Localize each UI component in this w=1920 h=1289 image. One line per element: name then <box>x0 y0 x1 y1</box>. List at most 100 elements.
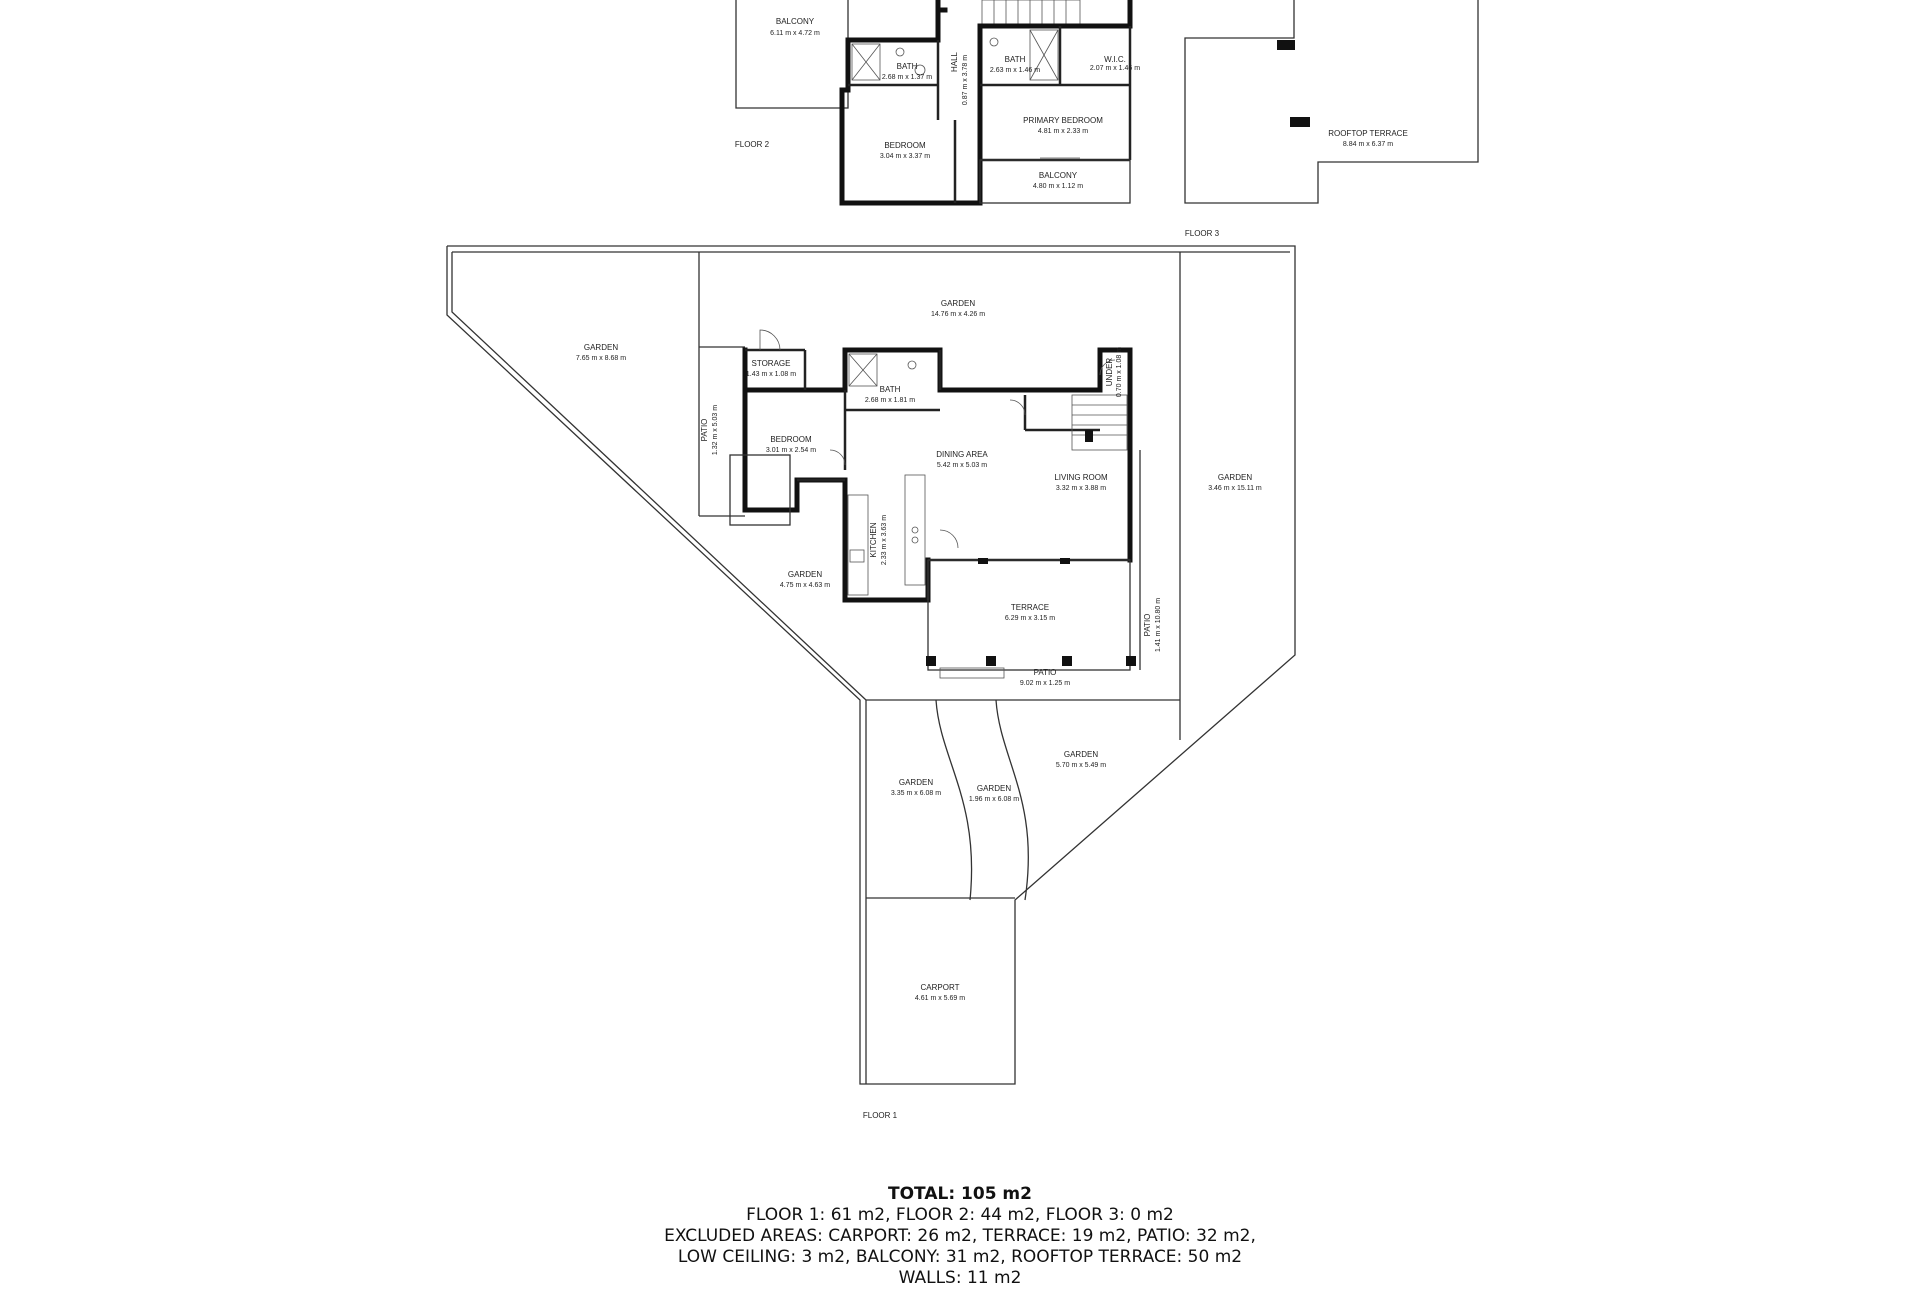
f1-living-name: LIVING ROOM <box>1054 473 1108 482</box>
f2-bath-right-dims: 2.63 m x 1.46 m <box>990 67 1040 74</box>
floor-3-label: FLOOR 3 <box>1185 229 1220 238</box>
f1-garden-bm-name: GARDEN <box>977 784 1011 793</box>
f1-patio-bottom-name: PATIO <box>1034 668 1057 677</box>
f1-patio-left-dims: 1.32 m x 5.03 m <box>712 405 719 455</box>
f1-garden-mid-dims: 4.75 m x 4.63 m <box>780 582 830 589</box>
f3-rooftop-dims: 8.84 m x 6.37 m <box>1343 141 1393 148</box>
f1-shower <box>848 353 878 387</box>
f1-living-door <box>939 529 959 549</box>
f1-under-name: UNDER <box>1105 358 1114 387</box>
f1-kitchen-counter-left <box>847 494 869 596</box>
f1-step <box>939 667 1005 679</box>
floor-1-plan: GARDEN 14.76 m x 4.26 m GARDEN 7.65 m x … <box>446 245 1296 1120</box>
floor-2-plan: BALCONY 6.11 m x 4.72 m BATH 2.68 m x 1.… <box>735 0 1140 206</box>
f1-garden-br-name: GARDEN <box>1064 750 1098 759</box>
f1-garden-br-dims: 5.70 m x 5.49 m <box>1056 762 1106 769</box>
f1-patio-right-name: PATIO <box>1143 614 1152 637</box>
f1-path-right <box>995 699 1029 901</box>
f1-storage-name: STORAGE <box>752 359 791 368</box>
f2-hall-name: HALL <box>950 51 959 72</box>
f1-storage-door <box>759 329 781 351</box>
f1-garden-right-name: GARDEN <box>1218 473 1252 482</box>
f1-path-left <box>935 699 973 901</box>
f1-garden-bl-name: GARDEN <box>899 778 933 787</box>
f2-hall-dims: 0.87 m x 3.78 m <box>962 55 969 105</box>
f1-terrace-dims: 6.29 m x 3.15 m <box>1005 615 1055 622</box>
f1-stair-door <box>1009 399 1026 416</box>
f2-wic-name: W.I.C. <box>1104 55 1126 64</box>
f1-stairs <box>1071 394 1128 451</box>
f2-balcony-outline <box>735 0 849 109</box>
f1-garden-right-dims: 3.46 m x 15.11 m <box>1208 485 1262 492</box>
f1-terrace-post <box>926 656 936 666</box>
f3-chimney <box>1277 40 1295 50</box>
area-summary: TOTAL: 105 m2 FLOOR 1: 61 m2, FLOOR 2: 4… <box>0 1184 1920 1289</box>
f1-garden-mid-name: GARDEN <box>788 570 822 579</box>
summary-walls: WALLS: 11 m2 <box>898 1268 1022 1288</box>
f1-storage-dims: 1.43 m x 1.08 m <box>746 371 796 378</box>
f1-terrace-name: TERRACE <box>1011 603 1049 612</box>
f1-garden-top-dims: 14.76 m x 4.26 m <box>931 311 985 318</box>
f1-bedroom-name: BEDROOM <box>770 435 812 444</box>
f3-rooftop-outline <box>1184 0 1479 204</box>
summary-floors: FLOOR 1: 61 m2, FLOOR 2: 44 m2, FLOOR 3:… <box>746 1205 1174 1225</box>
f1-kitchen-sink <box>849 549 865 563</box>
f1-living-dims: 3.32 m x 3.88 m <box>1056 485 1106 492</box>
f1-dining-dims: 5.42 m x 5.03 m <box>937 462 987 469</box>
f3-vent <box>1290 117 1310 127</box>
f2-stairs <box>981 0 1081 27</box>
f1-patio-right-dims: 1.41 m x 10.80 m <box>1155 598 1162 652</box>
f3-rooftop-name: ROOFTOP TERRACE <box>1328 129 1408 138</box>
summary-total: TOTAL: 105 m2 <box>888 1184 1032 1204</box>
floor-2-label: FLOOR 2 <box>735 140 770 149</box>
f1-bedroom-dims: 3.01 m x 2.54 m <box>766 447 816 454</box>
f1-bath-sink <box>907 360 917 370</box>
f1-dining-name: DINING AREA <box>936 450 988 459</box>
floor-3-plan: ROOFTOP TERRACE 8.84 m x 6.37 m FLOOR 3 <box>1184 0 1479 238</box>
f2-bath-left-name: BATH <box>897 62 918 71</box>
f2-bedroom-dims: 3.04 m x 3.37 m <box>880 153 930 160</box>
f2-primary-bedroom-name: PRIMARY BEDROOM <box>1023 116 1103 125</box>
summary-excluded: EXCLUDED AREAS: CARPORT: 26 m2, TERRACE:… <box>664 1226 1256 1246</box>
f2-bedroom-name: BEDROOM <box>884 141 926 150</box>
f1-under-door <box>1099 359 1116 376</box>
f2-balcony-small-dims: 4.80 m x 1.12 m <box>1033 183 1083 190</box>
summary-excluded-continued: LOW CEILING: 3 m2, BALCONY: 31 m2, ROOFT… <box>677 1247 1243 1267</box>
f1-under-dims: 0.70 m x 1.08 m <box>1116 347 1123 397</box>
f2-balcony-small-outline <box>979 159 1131 204</box>
f2-bath-right-name: BATH <box>1005 55 1026 64</box>
f1-kitchen-dims: 2.33 m x 3.63 m <box>881 515 888 565</box>
f1-bedroom-door <box>829 449 846 466</box>
f1-site-outline <box>446 245 1296 1085</box>
f2-exterior-wall-right <box>977 0 1133 206</box>
f2-shower-left <box>851 43 881 81</box>
f1-patio-left-name: PATIO <box>700 419 709 442</box>
f1-garden-top-name: GARDEN <box>941 299 975 308</box>
f1-garden-left-dims: 7.65 m x 8.68 m <box>576 355 626 362</box>
f1-bath-name: BATH <box>880 385 901 394</box>
f2-wic-dims: 2.07 m x 1.46 m <box>1090 65 1140 72</box>
floor-1-label: FLOOR 1 <box>863 1111 898 1120</box>
f2-balcony-large-dims: 6.11 m x 4.72 m <box>770 30 820 37</box>
f1-patio-bottom-dims: 9.02 m x 1.25 m <box>1020 680 1070 687</box>
f2-balcony-large-name: BALCONY <box>776 17 815 26</box>
f1-garden-left-name: GARDEN <box>584 343 618 352</box>
f2-toilet-left <box>914 64 926 76</box>
f1-kitchen-name: KITCHEN <box>869 522 878 557</box>
f2-sink-left <box>895 47 905 57</box>
f2-sink-right <box>989 37 999 47</box>
f1-carport-name: CARPORT <box>921 983 960 992</box>
f2-wall-upper-left <box>935 7 948 43</box>
f1-carport-dims: 4.61 m x 5.69 m <box>915 995 965 1002</box>
f1-column <box>1085 430 1093 442</box>
f2-bath-left-dims: 2.68 m x 1.37 m <box>882 74 932 81</box>
f2-balcony-small-name: BALCONY <box>1039 171 1078 180</box>
f1-patio-left-outline <box>729 454 791 526</box>
f2-primary-bedroom-dims: 4.81 m x 2.33 m <box>1038 128 1088 135</box>
f1-garden-bl-dims: 3.35 m x 6.08 m <box>891 790 941 797</box>
f1-terrace-outline <box>927 559 1131 671</box>
f1-kitchen-counter-right <box>904 474 926 586</box>
f1-bath-dims: 2.68 m x 1.81 m <box>865 397 915 404</box>
f1-stove-burner <box>911 526 919 534</box>
